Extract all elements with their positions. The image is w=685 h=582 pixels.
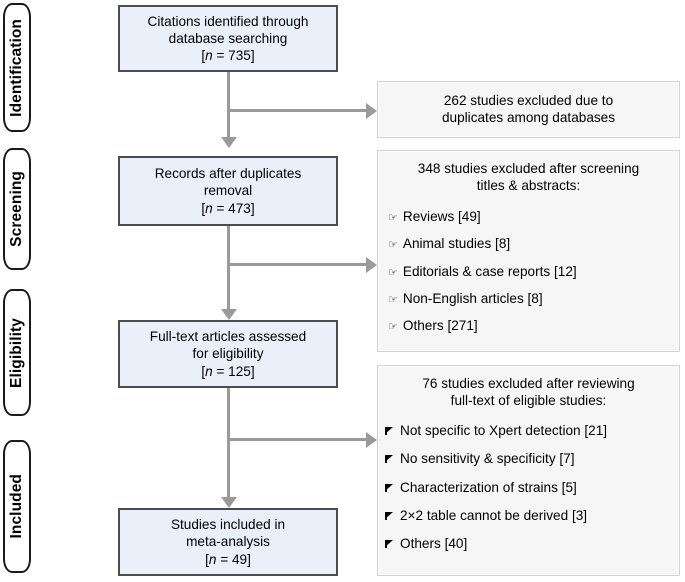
- connector-screening-to-eligibility: [227, 226, 230, 314]
- connector-branch-screening-excluded: [227, 263, 369, 266]
- list-item: ☞ Editorials & case reports [12]: [388, 264, 671, 280]
- pointing-hand-icon: ☞: [388, 321, 398, 334]
- exclusion-box-fulltext: 76 studies excluded after reviewing full…: [377, 365, 680, 576]
- flow-box-line-1: Full-text articles assessed: [149, 329, 307, 345]
- flow-box-line-2: for eligibility: [192, 346, 264, 362]
- count-bracket-open: [: [205, 551, 209, 567]
- arrowhead-right-screening-excluded: [366, 256, 377, 273]
- count-n-symbol: n: [205, 363, 213, 379]
- list-item: ☞ Non-English articles [8]: [388, 291, 671, 307]
- pointing-hand-icon: ☞: [388, 239, 398, 252]
- exclusion-head: 348 studies excluded after screening tit…: [378, 161, 679, 195]
- flag-bullet-icon: [385, 454, 394, 464]
- connector-eligibility-to-included: [227, 388, 230, 502]
- count-n-symbol: n: [205, 48, 213, 64]
- stage-label-identification: Identification: [8, 18, 25, 117]
- flag-bullet-icon: [385, 511, 394, 520]
- flow-box-count: [n = 125]: [201, 363, 254, 380]
- list-item: 2×2 table cannot be derived [3]: [385, 508, 671, 524]
- flag-bullet-icon: [385, 426, 394, 435]
- count-bracket-open: [: [201, 363, 206, 379]
- exclusion-head-line-2: duplicates among databases: [441, 109, 616, 125]
- flow-box-line-1: Citations identified through: [147, 13, 309, 29]
- arrowhead-right-fulltext-excluded: [366, 431, 377, 448]
- flow-box-count: [n = 735]: [201, 47, 254, 64]
- count-bracket-open: [: [201, 48, 206, 64]
- flow-box-citations-identified: Citations identified through database se…: [118, 5, 338, 72]
- stage-label-screening: Screening: [8, 171, 25, 247]
- list-item-label: 2×2 table cannot be derived [3]: [400, 507, 588, 523]
- exclusion-reason-list: Not specific to Xpert detection [21] No …: [378, 423, 679, 553]
- list-item-label: Reviews [49]: [402, 208, 481, 224]
- arrowhead-right-duplicates: [366, 102, 377, 119]
- pointing-hand-icon: ☞: [388, 211, 398, 224]
- flow-box-full-text-assessed: Full-text articles assessed for eligibil…: [118, 320, 338, 388]
- stage-pill-eligibility: Eligibility: [3, 289, 31, 416]
- count-n-symbol: n: [205, 200, 213, 216]
- stage-pill-identification: Identification: [3, 3, 31, 132]
- stage-label-included: Included: [8, 474, 25, 539]
- connector-branch-duplicates: [227, 109, 369, 112]
- list-item-label: Editorials & case reports [12]: [402, 263, 577, 279]
- arrowhead-down-included: [220, 497, 237, 508]
- exclusion-head-line-1: 262 studies excluded due to: [443, 92, 614, 108]
- exclusion-head-line-2: full-text of eligible studies:: [450, 392, 607, 408]
- count-value: = 49]: [216, 551, 251, 567]
- exclusion-head: 76 studies excluded after reviewing full…: [378, 376, 679, 410]
- list-item-label: Others [40]: [400, 536, 468, 552]
- list-item-label: Not specific to Xpert detection [21]: [400, 422, 608, 438]
- flow-box-line-2: meta-analysis: [186, 534, 270, 550]
- count-value: = 125]: [212, 363, 255, 379]
- count-value: = 735]: [212, 48, 255, 64]
- flag-bullet-icon: [385, 539, 394, 549]
- list-item: Characterization of strains [5]: [385, 480, 671, 496]
- list-item: No sensitivity & specificity [7]: [385, 451, 671, 467]
- stage-pill-included: Included: [3, 440, 31, 573]
- list-item-label: Animal studies [8]: [402, 236, 511, 252]
- exclusion-reason-list: ☞ Reviews [49] ☞ Animal studies [8] ☞ Ed…: [378, 209, 679, 335]
- arrowhead-down-eligibility: [220, 309, 237, 320]
- flow-box-count: [n = 49]: [205, 551, 251, 568]
- stage-pill-screening: Screening: [3, 148, 31, 270]
- arrowhead-down-screening: [220, 137, 237, 148]
- flow-box-count: [n = 473]: [201, 200, 254, 217]
- flow-box-line-2: database searching: [168, 30, 288, 46]
- count-value: = 473]: [212, 200, 255, 216]
- list-item-label: Characterization of strains [5]: [400, 479, 577, 495]
- exclusion-box-duplicates: 262 studies excluded due to duplicates a…: [377, 81, 680, 138]
- connector-identification-to-screening: [227, 72, 230, 142]
- list-item: Others [40]: [385, 536, 671, 552]
- exclusion-box-screening: 348 studies excluded after screening tit…: [377, 150, 680, 352]
- flow-box-studies-included: Studies included in meta-analysis [n = 4…: [118, 508, 338, 576]
- exclusion-head-line-1: 348 studies excluded after screening: [417, 161, 640, 176]
- count-bracket-open: [: [201, 200, 206, 216]
- exclusion-head-line-1: 76 studies excluded after reviewing: [422, 376, 635, 391]
- flow-box-line-1: Records after duplicates: [154, 166, 302, 182]
- count-n-symbol: n: [208, 551, 217, 567]
- pointing-hand-icon: ☞: [388, 293, 398, 306]
- exclusion-head-line-2: titles & abstracts:: [476, 177, 581, 193]
- flow-box-line-1: Studies included in: [170, 517, 286, 533]
- flow-box-line-2: removal: [203, 183, 253, 199]
- exclusion-head: 262 studies excluded due to duplicates a…: [434, 93, 623, 127]
- list-item: ☞ Others [271]: [388, 318, 671, 334]
- connector-branch-fulltext-excluded: [227, 438, 369, 441]
- list-item-label: Others [271]: [402, 318, 478, 334]
- flag-bullet-icon: [385, 483, 394, 492]
- list-item: Not specific to Xpert detection [21]: [385, 423, 671, 439]
- list-item: ☞ Animal studies [8]: [388, 236, 671, 252]
- pointing-hand-icon: ☞: [388, 266, 398, 279]
- stage-label-eligibility: Eligibility: [8, 317, 25, 388]
- list-item-label: Non-English articles [8]: [402, 290, 543, 306]
- flow-box-records-after-duplicates: Records after duplicates removal [n = 47…: [118, 156, 338, 226]
- list-item-label: No sensitivity & specificity [7]: [400, 451, 575, 467]
- list-item: ☞ Reviews [49]: [388, 209, 671, 225]
